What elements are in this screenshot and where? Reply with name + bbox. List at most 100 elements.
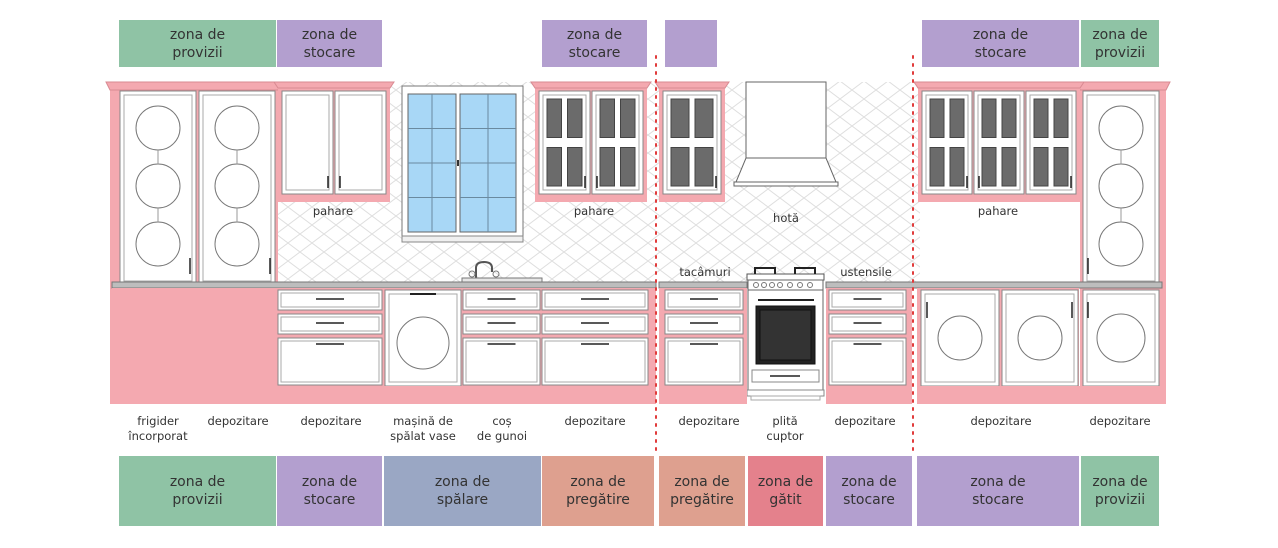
tall-right-upper-door-inset	[1086, 94, 1156, 282]
kickplate-middle	[659, 386, 747, 404]
base-1-drawer	[277, 337, 383, 386]
wall-cabinet-2-glass-pane	[599, 98, 615, 138]
label-depozitare-7: depozitare	[1089, 414, 1151, 428]
wall-cabinet-2-glass-pane	[567, 98, 583, 138]
faucet-knob	[492, 270, 500, 278]
wall-cabinet-4-glass-pane	[1001, 98, 1017, 138]
bottom-zone-provizii-left: zona de provizii	[119, 456, 276, 526]
base-4-drawer-inset	[667, 340, 741, 383]
top-zone-stocare-3: zona de stocare	[922, 20, 1079, 67]
kickplate-right-2	[917, 386, 1162, 404]
wall-cabinet-4-door-inset	[1029, 94, 1073, 191]
label-depozitare-5: depozitare	[834, 414, 896, 428]
base-2-drawer	[462, 289, 541, 311]
base-2-drawer-inset	[465, 292, 538, 308]
tall-right-upper-door	[1082, 90, 1160, 286]
base-5-drawer	[828, 337, 907, 386]
wall-cabinet-4-glass-pane	[981, 98, 997, 138]
wall-cabinet-4-door-inset	[925, 94, 969, 191]
stove-knob	[769, 282, 775, 288]
countertop-middle	[658, 281, 748, 289]
wall-cabinet-4-glass-pane	[949, 147, 965, 187]
label-depozitare-6: depozitare	[970, 414, 1032, 428]
countertop-left	[111, 281, 657, 289]
tall-cabinet-left-cornice	[105, 81, 283, 91]
top-zone-stocare-2: zona de stocare	[542, 20, 647, 67]
wall-cabinet-2-glass-pane	[567, 147, 583, 187]
label-masina-spalat: mașină de spălat vase	[390, 414, 456, 443]
stove-feet	[750, 395, 821, 401]
faucet-knob	[468, 270, 476, 278]
tall-left-upper-door-inset-1	[123, 94, 193, 282]
stove-top	[746, 273, 825, 281]
stove-base	[746, 389, 825, 397]
base-4-drawer	[664, 289, 744, 311]
wall-cabinet-2-door-inset	[542, 94, 587, 191]
base-5-drawer-inset	[831, 340, 904, 383]
circle-motif	[937, 315, 983, 361]
label-ustensile: ustensile	[840, 265, 892, 279]
bottom-zone-provizii-right: zona de provizii	[1081, 456, 1159, 526]
sink-rim	[461, 277, 543, 283]
base-4-drawer-inset	[667, 292, 741, 308]
base-3-drawer-inset	[544, 340, 646, 383]
wall-cabinet-1-door-inset	[285, 94, 330, 191]
tall-right-lower-door	[1082, 289, 1160, 387]
wall-cabinet-4-glass-pane	[949, 98, 965, 138]
dishwasher-circle	[396, 316, 450, 370]
top-zone-provizii-right: zona de provizii	[1081, 20, 1159, 67]
top-zone-stocare-1: zona de stocare	[277, 20, 382, 67]
wall-cabinet-4-cornice	[913, 81, 1085, 89]
label-pahare-2: pahare	[573, 204, 615, 218]
base-3-drawer	[541, 289, 649, 311]
base-right-door-1	[920, 289, 1000, 387]
base-3-drawer-inset	[544, 292, 646, 308]
base-1-drawer-inset	[280, 292, 380, 308]
faucet-icon	[475, 260, 493, 280]
tall-left-upper-door-1	[119, 90, 197, 286]
base-2-drawer-inset	[465, 340, 538, 383]
base-right-door-inset-2	[1005, 293, 1075, 383]
hood-canopy	[735, 157, 837, 183]
wall-cabinet-4-glass-pane	[1053, 98, 1069, 138]
label-frigider: frigider încorporat	[128, 414, 188, 443]
top-zone-stocare-blank	[665, 20, 717, 67]
bottom-zone-spalare: zona de spălare	[384, 456, 541, 526]
wall-cabinet-3-glass-pane	[694, 98, 714, 138]
label-pahare-1: pahare	[312, 204, 354, 218]
wall-cabinet-1-door	[334, 90, 387, 195]
wall-cabinet-4-glass-pane	[1033, 147, 1049, 187]
wall-cabinet-2-glass-pane	[620, 98, 636, 138]
label-pahare-3: pahare	[977, 204, 1019, 218]
base-3-drawer	[541, 337, 649, 386]
stove-knob	[777, 282, 783, 288]
wall-cabinet-2-glass-pane	[599, 147, 615, 187]
base-right-door-inset-1	[924, 293, 996, 383]
base-1-drawer	[277, 313, 383, 335]
base-1-drawer-inset	[280, 340, 380, 383]
base-1-drawer	[277, 289, 383, 311]
stove-control-panel	[747, 279, 824, 291]
wall-cabinet-3-glass-pane	[670, 98, 690, 138]
countertop-right	[825, 281, 1163, 289]
base-4-drawer	[664, 337, 744, 386]
label-hota: hotă	[773, 211, 799, 225]
bottom-zone-stocare-3: zona de stocare	[917, 456, 1079, 526]
tall-right-lower-door-inset	[1086, 293, 1156, 383]
top-zone-provizii-left: zona de provizii	[119, 20, 276, 67]
oven-glass	[759, 309, 812, 361]
base-5-drawer-inset	[831, 316, 904, 332]
wall-cabinet-2-door-inset	[595, 94, 640, 191]
base-1-drawer-inset	[280, 316, 380, 332]
base-4-drawer-inset	[667, 316, 741, 332]
wall-cabinet-4-glass-pane	[1053, 147, 1069, 187]
label-cos-gunoi: coș de gunoi	[476, 414, 528, 443]
base-5-drawer	[828, 289, 907, 311]
base-3-drawer	[541, 313, 649, 335]
label-tacamuri: tacâmuri	[679, 265, 731, 279]
wall-cabinet-4-glass-pane	[1001, 147, 1017, 187]
tall-cabinet-right-cornice	[1075, 81, 1171, 91]
wall-cabinet-3-glass-pane	[694, 147, 714, 187]
label-depozitare-2: depozitare	[300, 414, 362, 428]
wall-cabinet-4-glass-pane	[929, 98, 945, 138]
